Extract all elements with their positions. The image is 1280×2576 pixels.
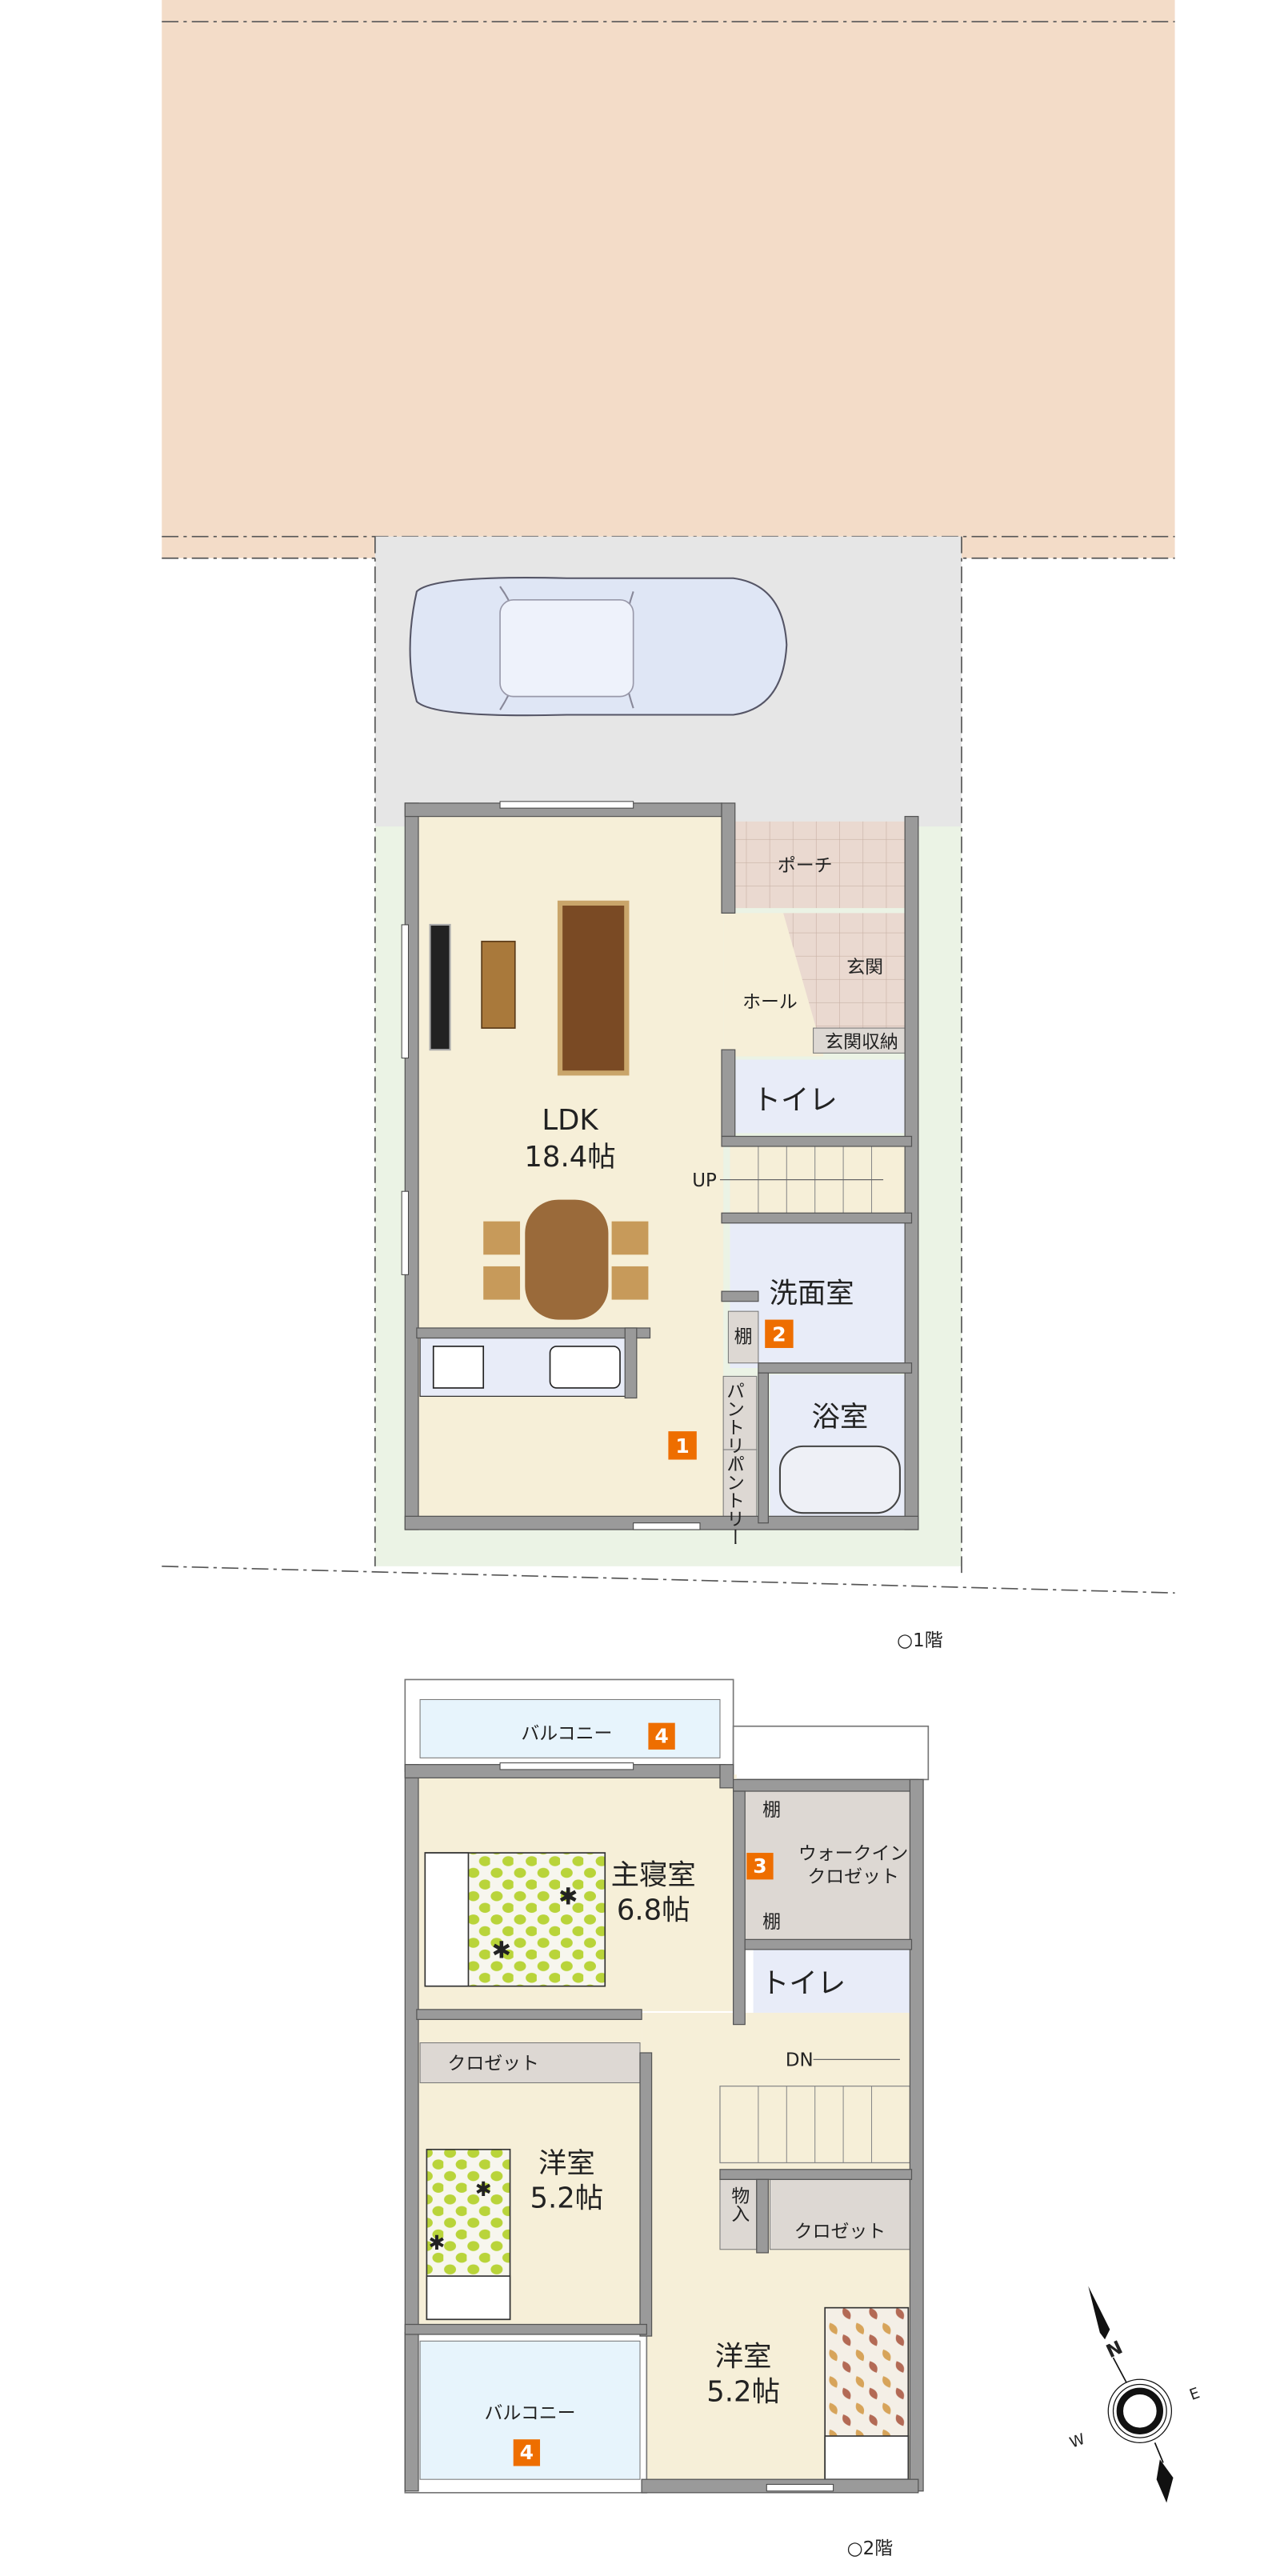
compass-west: W — [1068, 2431, 1088, 2452]
ldk-label: LDK — [542, 1104, 598, 1137]
pantry-1 — [722, 1375, 758, 1450]
chair-icon — [611, 1221, 649, 1255]
coffee-table-icon — [481, 940, 516, 1029]
compass-north: N — [1103, 2338, 1126, 2363]
toilet-room — [730, 1059, 910, 1134]
tv-icon — [429, 923, 451, 1051]
porch-label: ポーチ — [778, 855, 833, 876]
neighbor-lot — [162, 0, 1175, 558]
bed-icon: ✱ ✱ — [426, 2148, 511, 2321]
badge-2: 2 — [765, 1319, 794, 1348]
closet-right — [769, 2178, 910, 2250]
badge-4-top: 4 — [648, 1722, 675, 1750]
stairs-up-label: UP — [692, 1170, 717, 1191]
svg-text:1: 1 — [675, 1434, 689, 1458]
floor-1: LDK 18.4帖 ポーチ 玄関 ホール 玄関収納 トイレ UP 洗面室 棚 浴… — [401, 801, 943, 1651]
toilet-label: トイレ — [753, 1084, 838, 1117]
pantry-1-label: パントリー — [723, 1382, 744, 1474]
car-icon — [409, 577, 788, 717]
stairs — [719, 1146, 910, 1214]
badge-4-bottom: 4 — [513, 2439, 541, 2466]
closet-left-label: クロゼット — [447, 2054, 539, 2074]
closet-right-label: クロゼット — [794, 2222, 886, 2242]
svg-text:2: 2 — [772, 1323, 786, 1346]
western-right-label: 洋室 — [715, 2341, 772, 2374]
svg-text:✱: ✱ — [475, 2178, 492, 2201]
svg-text:✱: ✱ — [558, 1883, 578, 1910]
lot-line — [162, 1565, 1175, 1594]
shelf-2-label: 棚 — [762, 1912, 781, 1933]
bathtub-icon — [778, 1445, 901, 1514]
toilet-2f — [753, 1949, 910, 2014]
sink-icon — [549, 1346, 621, 1389]
shelf — [727, 1310, 759, 1364]
washroom — [730, 1221, 910, 1368]
stairs-2f — [719, 2029, 911, 2170]
pantry-2-label: パントリー — [723, 1454, 744, 1546]
wic-label-line2: クロゼット — [807, 1867, 899, 1888]
chair-icon — [611, 1266, 649, 1300]
floor-2-caption: ○2階 — [847, 2538, 894, 2559]
compass-icon: N E W — [1068, 2286, 1202, 2503]
stairs-down-label: DN — [786, 2050, 814, 2071]
svg-text:3: 3 — [753, 1854, 766, 1878]
walls-2f — [404, 1764, 924, 2494]
svg-text:✱: ✱ — [428, 2231, 445, 2254]
western-left-size: 5.2帖 — [530, 2182, 604, 2215]
bed-icon: ✱ ✱ — [424, 1852, 606, 1987]
closet-left — [419, 2042, 641, 2084]
toilet-2f-label: トイレ — [761, 1967, 846, 2000]
badge-1: 1 — [668, 1431, 697, 1460]
entrance — [783, 913, 914, 1030]
svg-text:4: 4 — [654, 1725, 668, 1748]
porch — [733, 821, 914, 909]
sofa-icon — [557, 900, 630, 1076]
western-left-label: 洋室 — [538, 2147, 595, 2180]
compass-east: E — [1187, 2385, 1202, 2404]
master-bedroom-size: 6.8帖 — [617, 1894, 690, 1926]
svg-text:✱: ✱ — [492, 1936, 511, 1963]
chair-icon — [483, 1221, 521, 1255]
svg-text:4: 4 — [520, 2441, 534, 2464]
storage-label: 物入 — [728, 2186, 750, 2223]
shelf-label: 棚 — [734, 1327, 753, 1348]
master-bedroom-label: 主寝室 — [611, 1859, 696, 1892]
bathroom-label: 浴室 — [812, 1401, 869, 1434]
western-right-size: 5.2帖 — [706, 2375, 780, 2408]
hall-label: ホール — [742, 992, 798, 1013]
chair-icon — [483, 1266, 521, 1300]
floor-2: ✱ ✱ ✱ ✱ — [404, 1678, 930, 2559]
balcony-bottom-label: バルコニー — [484, 2403, 575, 2424]
badge-3: 3 — [746, 1853, 774, 1880]
floor-1-caption: ○1階 — [897, 1630, 943, 1651]
bed-icon — [824, 2306, 910, 2481]
stove-icon — [432, 1346, 485, 1389]
washroom-label: 洗面室 — [769, 1278, 854, 1310]
entrance-label: 玄関 — [846, 957, 883, 978]
shelf-1-label: 棚 — [762, 1800, 781, 1821]
entrance-storage-label: 玄関収納 — [825, 1032, 898, 1053]
balcony-top-label: バルコニー — [521, 1723, 612, 1744]
dining-table-icon — [525, 1199, 609, 1320]
ldk-size: 18.4帖 — [524, 1141, 615, 1174]
wic-label-line1: ウォークイン — [798, 1843, 908, 1864]
